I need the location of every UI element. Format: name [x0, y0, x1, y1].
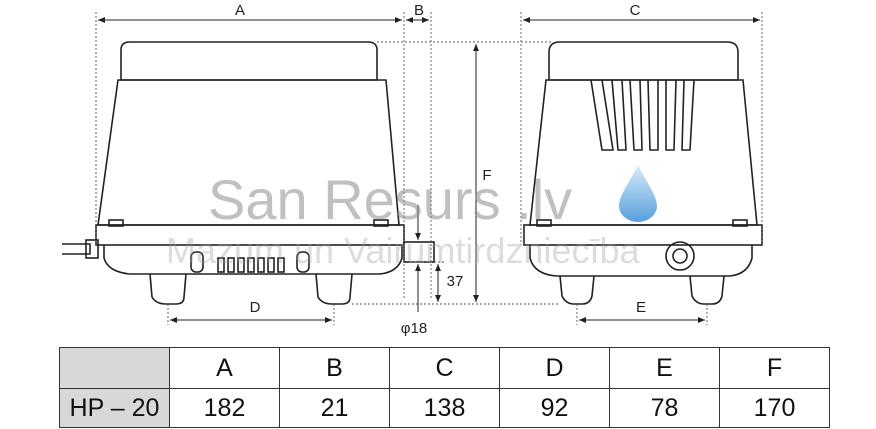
power-cord — [62, 243, 91, 255]
table-header-c: C — [389, 347, 500, 389]
table-header-row: A B C D E F — [59, 347, 830, 389]
front-foot-right — [689, 275, 725, 305]
dimension-labels: A B C F 37 D E φ18 — [235, 2, 646, 337]
table-header-d: D — [499, 347, 610, 389]
table-header-e: E — [609, 347, 720, 389]
front-lower — [529, 245, 753, 277]
side-base — [95, 224, 405, 246]
label-b: B — [414, 2, 424, 19]
watermark-tagline: Mazum un Vairumtirdzniecība — [166, 230, 640, 271]
table-cell-f: 170 — [719, 388, 830, 428]
label-c: C — [630, 2, 641, 19]
table-row: HP – 20 182 21 138 92 78 170 — [59, 388, 830, 428]
side-lid — [120, 41, 378, 81]
table-cell-d: 92 — [499, 388, 610, 428]
front-outlet-outer — [665, 241, 695, 271]
side-lower — [103, 245, 403, 275]
water-drop-icon — [619, 165, 657, 222]
label-a: A — [235, 2, 245, 19]
label-37: 37 — [447, 273, 464, 290]
table-cell-b: 21 — [279, 388, 390, 428]
table-cell-c: 138 — [389, 388, 500, 428]
front-lid — [548, 41, 739, 81]
front-outlet-inner — [672, 248, 688, 264]
table-header-corner — [59, 347, 170, 389]
side-foot-right — [315, 273, 353, 305]
specifications-table: A B C D E F HP – 20 182 21 138 92 78 170 — [59, 347, 830, 428]
label-diameter: φ18 — [401, 320, 427, 337]
watermark-brand: San Resurs .lv — [208, 168, 572, 231]
front-foot-left — [559, 275, 595, 305]
dimension-lines — [98, 17, 760, 323]
table-header-a: A — [169, 347, 280, 389]
table-cell-model: HP – 20 — [59, 388, 170, 428]
table-header-b: B — [279, 347, 390, 389]
front-view — [523, 41, 763, 305]
label-d: D — [250, 299, 261, 316]
extension-lines — [95, 12, 763, 325]
watermark: San Resurs .lv Mazum un Vairumtirdzniecī… — [166, 165, 657, 271]
table-cell-e: 78 — [609, 388, 720, 428]
label-f: F — [482, 167, 491, 184]
front-base — [523, 224, 763, 246]
pump-dimension-drawing: A B C F 37 D E φ18 San Resurs .lv Mazum … — [62, 2, 763, 337]
label-e: E — [636, 299, 646, 316]
table-cell-a: 182 — [169, 388, 280, 428]
table-header-f: F — [719, 347, 830, 389]
side-foot-left — [149, 273, 187, 305]
